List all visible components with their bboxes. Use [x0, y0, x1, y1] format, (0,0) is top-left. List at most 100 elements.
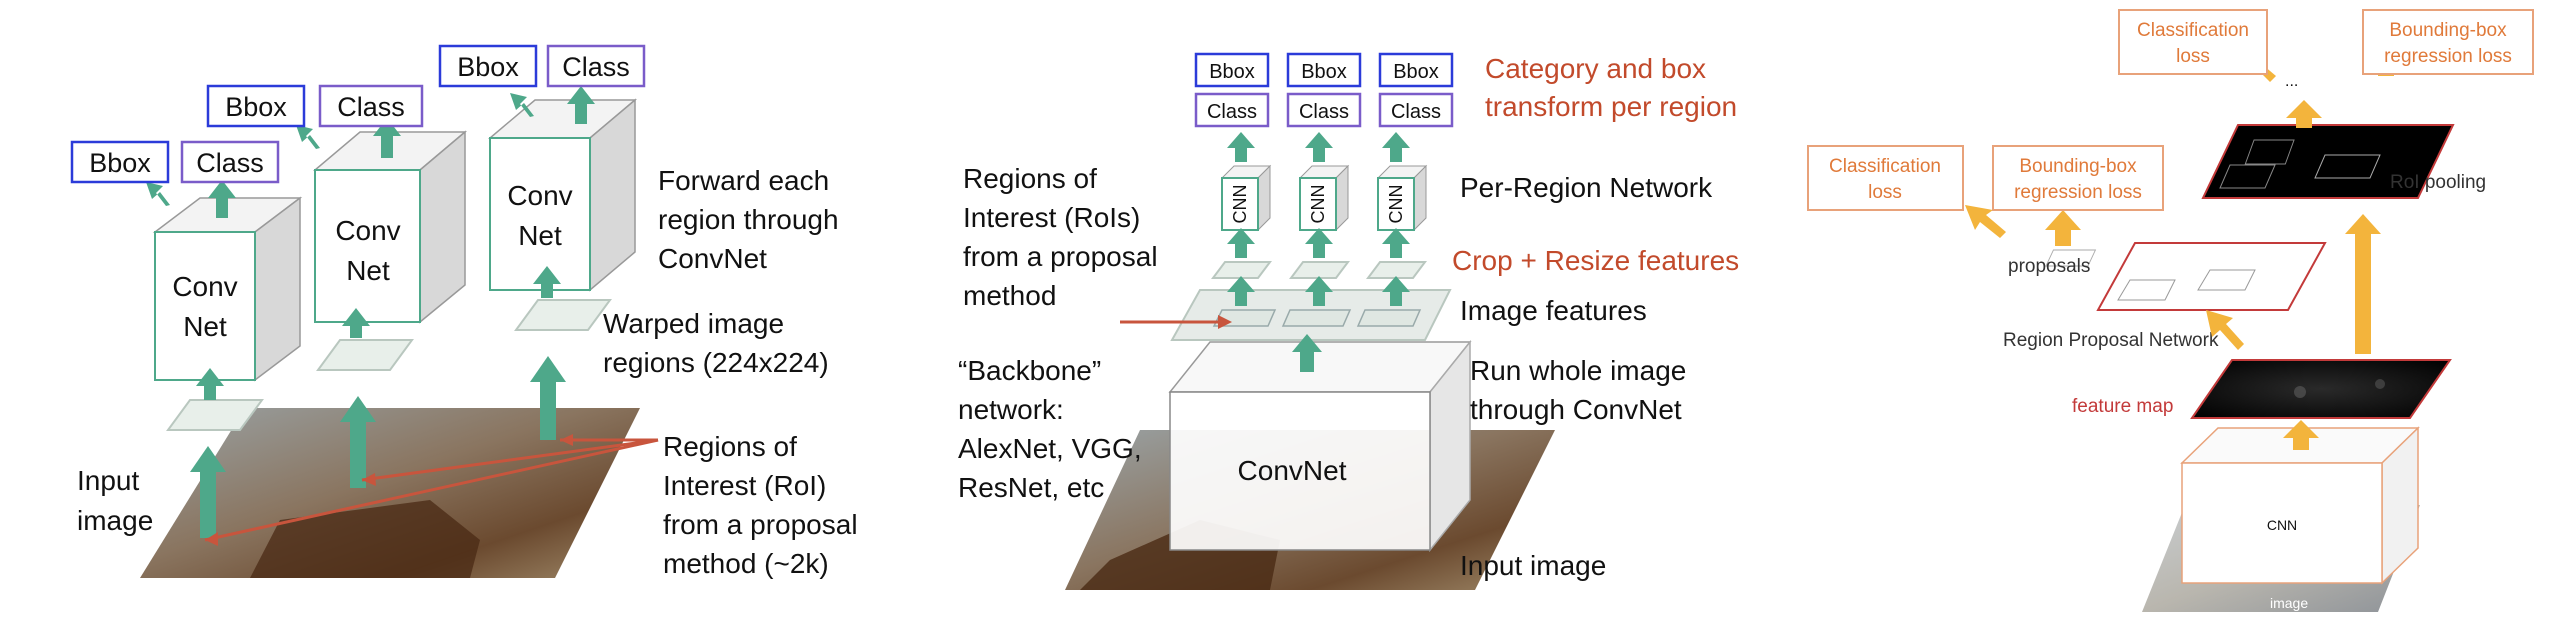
backbone-text-3: AlexNet, VGG, — [958, 433, 1142, 464]
p3-left-bbox-1: Bounding-box — [2019, 156, 2137, 177]
p3-left-bbox-2: regression loss — [2014, 182, 2142, 203]
input-text-2: image — [77, 505, 153, 536]
class-head-1 — [180, 140, 280, 184]
panel-faster-rcnn: image CNN feature map proposals Region P… — [1807, 9, 2534, 612]
convnet-cube-1: Conv Net — [152, 196, 303, 382]
conv-label-2b: Net — [346, 255, 390, 286]
bbox-head-1 — [70, 140, 170, 184]
p3-proposals-plane — [2096, 242, 2327, 311]
p2-bbox-1 — [1194, 52, 1270, 88]
p2-rois-4: method — [963, 280, 1056, 311]
p2-green-arrows — [1227, 132, 1410, 372]
input-image-plane — [140, 408, 640, 578]
backbone-convnet: ConvNet — [1168, 339, 1472, 553]
backbone-text-2: network: — [958, 394, 1064, 425]
forward-text-1: Forward each — [658, 165, 829, 196]
region-plane-1 — [166, 399, 264, 431]
p3-top-bbox-2: regression loss — [2384, 46, 2512, 67]
cnn-text-2: CNN — [1308, 185, 1328, 224]
p3-cnn-cube: CNN — [2180, 426, 2420, 585]
run-whole-2: through ConvNet — [1470, 394, 1682, 425]
class-head-2 — [318, 84, 424, 128]
cnn-block-2: CNN — [1298, 164, 1350, 232]
p3-left-cls-loss: Classification loss — [1807, 145, 1964, 211]
class-head-3 — [546, 44, 646, 88]
p3-roi-pooling-label: RoI pooling — [2390, 172, 2486, 193]
p2-class-text-3: Class — [1391, 101, 1441, 123]
run-whole-1: Run whole image — [1470, 355, 1686, 386]
p3-top-cls-2: loss — [2176, 46, 2210, 67]
rois-text-1: Regions of — [663, 431, 797, 462]
rois-text-2: Interest (RoI) — [663, 470, 826, 501]
bbox-head-2 — [206, 84, 306, 128]
p3-cnn-text: CNN — [2267, 517, 2297, 533]
p3-proposals-label: proposals — [2008, 256, 2090, 277]
p3-left-cls-1: Classification — [1829, 156, 1941, 177]
conv-label-3a: Conv — [507, 180, 572, 211]
convnet-cube-3: Conv Net — [487, 98, 638, 292]
heads-p1: Bbox Class Bbox Class Bbox Class — [70, 44, 646, 184]
image-features-text: Image features — [1460, 295, 1647, 326]
feat-roi-2 — [1281, 309, 1352, 327]
conv-label-1a: Conv — [172, 271, 237, 302]
class-text-3: Class — [562, 52, 630, 82]
p3-feature-map-label: feature map — [2072, 396, 2173, 417]
convnet-label: ConvNet — [1238, 455, 1347, 486]
p2-bbox-2 — [1286, 52, 1362, 88]
p3-left-bbox-loss: Bounding-box regression loss — [1992, 145, 2164, 211]
bbox-text-2: Bbox — [225, 92, 287, 122]
feat-roi-3 — [1356, 309, 1422, 327]
category-text-1: Category and box — [1485, 53, 1706, 84]
conv-label-3b: Net — [518, 220, 562, 251]
heads-p2: Bbox Class Bbox Class Bbox Class — [1194, 52, 1454, 128]
p2-class-2 — [1286, 92, 1362, 128]
crop-resize-text: Crop + Resize features — [1452, 245, 1739, 276]
p2-bbox-text-2: Bbox — [1301, 61, 1347, 83]
cnn-block-3: CNN — [1376, 164, 1428, 232]
bbox-head-3 — [438, 44, 538, 88]
input-text-1: Input — [77, 465, 139, 496]
region-plane-3 — [514, 299, 612, 331]
forward-text-2: region through — [658, 204, 839, 235]
p2-bbox-text-3: Bbox — [1393, 61, 1439, 83]
rois-text-3: from a proposal — [663, 509, 858, 540]
p2-class-text-1: Class — [1207, 101, 1257, 123]
warped-text-1: Warped image — [603, 308, 784, 339]
horse-shape — [250, 500, 480, 578]
backbone-text-4: ResNet, etc — [958, 472, 1104, 503]
warped-text-2: regions (224x224) — [603, 347, 829, 378]
conv-label-2a: Conv — [335, 215, 400, 246]
p3-top-bbox-1: Bounding-box — [2389, 20, 2507, 41]
backbone-text-1: “Backbone” — [958, 355, 1101, 386]
roi-arrows — [204, 434, 659, 546]
p3-ellipsis: ... — [2285, 73, 2298, 90]
panel-rcnn: Conv Net Conv Net Conv Net — [70, 44, 858, 579]
region-plane-2 — [316, 339, 414, 371]
panel-fast-rcnn: ConvNet CNN CNN — [958, 52, 1739, 590]
p2-rois-3: from a proposal — [963, 241, 1158, 272]
forward-text-3: ConvNet — [658, 243, 767, 274]
p3-orange-arrows — [1965, 40, 2404, 450]
p2-input-image: Input image — [1460, 550, 1606, 581]
p2-rois-1: Regions of — [963, 163, 1097, 194]
bbox-text-1: Bbox — [89, 148, 151, 178]
p2-rois-2: Interest (RoIs) — [963, 202, 1140, 233]
per-region-text: Per-Region Network — [1460, 172, 1713, 203]
green-arrows-visible — [146, 86, 595, 400]
p2-class-3 — [1378, 92, 1454, 128]
p2-class-1 — [1194, 92, 1270, 128]
p3-feature-map — [2190, 359, 2452, 419]
category-text-2: transform per region — [1485, 91, 1737, 122]
p3-top-bbox-loss: Bounding-box regression loss — [2362, 9, 2534, 75]
p2-bbox-text-1: Bbox — [1209, 61, 1255, 83]
cnn-text-1: CNN — [1230, 185, 1250, 224]
crop-plane-1 — [1211, 261, 1272, 279]
class-text-2: Class — [337, 92, 405, 122]
p2-class-text-2: Class — [1299, 101, 1349, 123]
cnn-block-1: CNN — [1220, 164, 1272, 232]
green-arrows-p1 — [190, 356, 566, 538]
p3-top-cls-1: Classification — [2137, 20, 2249, 41]
p2-bbox-3 — [1378, 52, 1454, 88]
cnn-text-3: CNN — [1386, 185, 1406, 224]
